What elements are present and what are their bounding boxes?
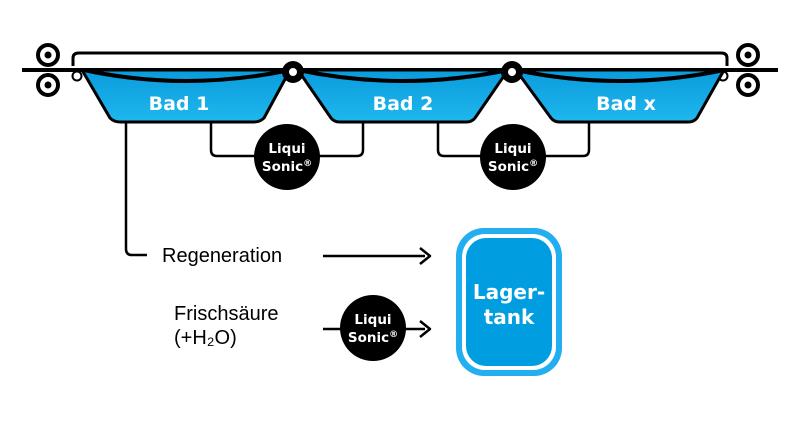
regeneration-line (124, 122, 147, 257)
fresh-acid-label: Frischsäure (174, 303, 278, 325)
bath-2: Bad 2 (296, 68, 510, 124)
regeneration-arrowhead (419, 247, 432, 265)
sensor-2-line1: Liqui (494, 141, 531, 157)
bath-1: Bad 1 (80, 68, 292, 124)
sensor-1-line1: Liqui (268, 141, 305, 157)
bath-x-label: Bad x (596, 93, 656, 115)
pivot-roller-1 (282, 61, 304, 83)
conveyor-frame (71, 51, 729, 66)
bath-x: Bad x (514, 68, 726, 124)
sensor-3-line1: Liqui (354, 312, 391, 328)
bath-2-label: Bad 2 (373, 93, 434, 115)
storage-tank: Lager- tank (456, 228, 562, 376)
bath-1-label: Bad 1 (149, 93, 210, 115)
regeneration-label: Regeneration (162, 245, 282, 267)
left-roller-assembly (36, 43, 83, 97)
sensor-3-line2: Sonic® (348, 330, 398, 346)
liquisonic-sensor-1: Liqui Sonic® (254, 124, 320, 190)
fresh-acid-arrowhead (419, 320, 432, 338)
pivot-roller-2 (501, 61, 523, 83)
liquisonic-sensor-3: Liqui Sonic® (340, 295, 406, 361)
liquisonic-sensor-2: Liqui Sonic® (480, 124, 546, 190)
sensor-2-line2: Sonic® (488, 159, 538, 175)
storage-tank-line2: tank (484, 305, 535, 329)
storage-tank-line1: Lager- (473, 280, 545, 304)
fresh-acid-water-label: (+H₂O) (174, 327, 237, 349)
sensor-1-line2: Sonic® (262, 159, 312, 175)
